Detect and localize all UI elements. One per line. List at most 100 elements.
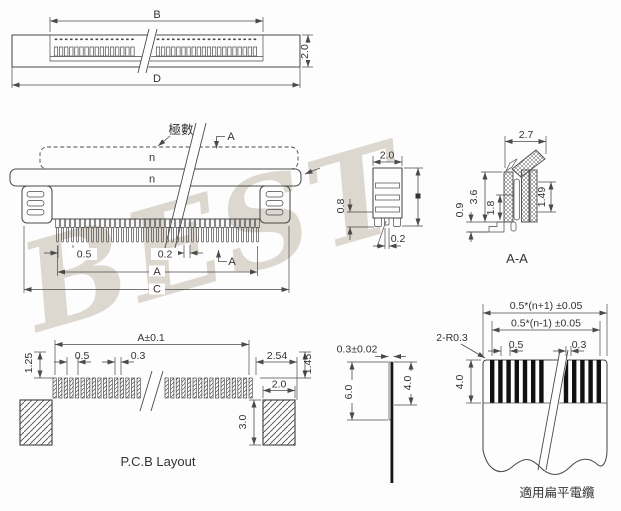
- side-dim-width: 2.0: [380, 150, 395, 162]
- top-tooth: [110, 46, 115, 57]
- top-tooth: [94, 46, 99, 57]
- contact-pin: [86, 227, 89, 243]
- cable-conductor: [506, 360, 511, 403]
- top-dash: [115, 38, 119, 41]
- top-tooth: [191, 46, 196, 57]
- top-tooth: [120, 46, 125, 57]
- front-dim-a: A: [153, 266, 161, 278]
- pcb-dim-v-left: 1.25: [23, 353, 35, 374]
- top-dash: [80, 38, 83, 41]
- contact-pin: [256, 227, 259, 243]
- top-tooth: [181, 46, 186, 57]
- contact-pin: [151, 227, 154, 243]
- solder-pad: [181, 377, 186, 399]
- solder-pad: [175, 377, 180, 399]
- solder-pad: [248, 377, 253, 399]
- cable-dim-pitch: 0.5: [509, 339, 524, 351]
- cable-dim-corner: 2-R0.3: [436, 332, 468, 344]
- aa-dim-inner: 1.8: [485, 201, 497, 216]
- solder-pad: [136, 377, 141, 399]
- aa-dim-tail: 1.49: [536, 187, 548, 208]
- top-dash: [126, 38, 129, 41]
- cable-detail-view: 0.5*(n+1) ±0.05 0.5*(n-1) ±0.05 2-R0.3 0…: [436, 300, 608, 500]
- top-dash: [121, 38, 124, 41]
- top-tooth: [53, 46, 59, 57]
- cable-conductor: [572, 360, 577, 403]
- solder-pad: [198, 377, 203, 399]
- top-tooth: [59, 46, 64, 57]
- pcb-dim-pitch: 0.5: [75, 350, 90, 362]
- cable-conductor: [539, 360, 544, 403]
- top-tooth: [166, 46, 171, 57]
- contact-pin: [171, 227, 174, 243]
- top-tooth: [155, 46, 161, 57]
- contact-pin: [101, 227, 104, 243]
- contact-pin: [91, 227, 94, 243]
- contact-pin: [131, 227, 134, 243]
- solder-pad: [209, 377, 214, 399]
- top-tooth: [89, 46, 94, 57]
- pcb-dim-offset: 2.54: [267, 350, 288, 362]
- aa-dim-width: 2.7: [519, 129, 534, 141]
- section-aa-view: 2.7 3.6 1.8 1.49 0.9 A-A: [454, 129, 556, 266]
- top-dash: [187, 38, 190, 41]
- aa-dim-height: 3.6: [468, 190, 480, 205]
- contact-pin: [161, 227, 164, 243]
- top-tooth: [232, 46, 237, 57]
- solder-pad: [108, 377, 113, 399]
- front-dim-pitch: 0.5: [77, 249, 92, 261]
- top-tooth: [84, 46, 89, 57]
- cable-conductor: [588, 360, 593, 403]
- solder-pad: [187, 377, 192, 399]
- aa-title: A-A: [506, 251, 528, 266]
- top-tooth: [161, 46, 166, 57]
- solder-pad: [63, 377, 68, 399]
- contact-pin: [181, 227, 184, 243]
- top-tooth: [171, 46, 176, 57]
- cable-conductor: [490, 360, 495, 403]
- top-dash: [85, 38, 88, 41]
- contact-pin: [76, 227, 79, 243]
- top-dash: [207, 38, 211, 41]
- contact-pin: [241, 227, 244, 243]
- top-dash: [238, 38, 241, 41]
- top-tooth: [186, 46, 191, 57]
- solder-pad: [114, 377, 119, 399]
- top-dash: [182, 38, 185, 41]
- cable-conductor: [596, 360, 601, 403]
- solder-pad: [52, 377, 57, 399]
- pcb-dim-block-w: 2.0: [272, 379, 287, 391]
- contact-pin: [141, 227, 144, 243]
- top-dash: [197, 38, 201, 41]
- solder-pad: [231, 377, 236, 399]
- top-dash: [253, 38, 257, 41]
- front-poles-label: 極數: [168, 122, 194, 137]
- top-dim-b: B: [153, 9, 160, 21]
- contact-pin: [206, 227, 209, 243]
- pcb-layout-view: A±0.1 0.5 0.3 2.54 1.45 1.25 2.0: [19, 332, 314, 469]
- pcb-dim-pad: 0.3: [131, 350, 146, 362]
- top-tooth: [125, 46, 130, 57]
- contact-pin: [191, 227, 194, 243]
- cable-dim-conductor: 0.3: [572, 339, 587, 351]
- top-tooth: [130, 46, 135, 57]
- solder-pad: [203, 377, 208, 399]
- top-tooth: [247, 46, 252, 57]
- top-dim-d: D: [153, 73, 161, 85]
- top-dash: [202, 38, 206, 41]
- top-dash: [131, 38, 134, 41]
- contact-pin: [116, 227, 119, 243]
- top-dash: [248, 38, 252, 41]
- solder-pad: [97, 377, 102, 399]
- solder-pad: [131, 377, 136, 399]
- pcb-dim-block-h: 3.0: [237, 415, 249, 430]
- cable-conductor: [522, 360, 528, 403]
- contact-pin: [96, 227, 99, 243]
- top-dash: [228, 38, 231, 41]
- pcb-dim-v-right: 1.45: [302, 354, 314, 375]
- top-dim-height: 2.0: [299, 44, 311, 59]
- top-dash: [233, 38, 236, 41]
- cableside-dim-thickness: 0.3±0.02: [337, 344, 378, 356]
